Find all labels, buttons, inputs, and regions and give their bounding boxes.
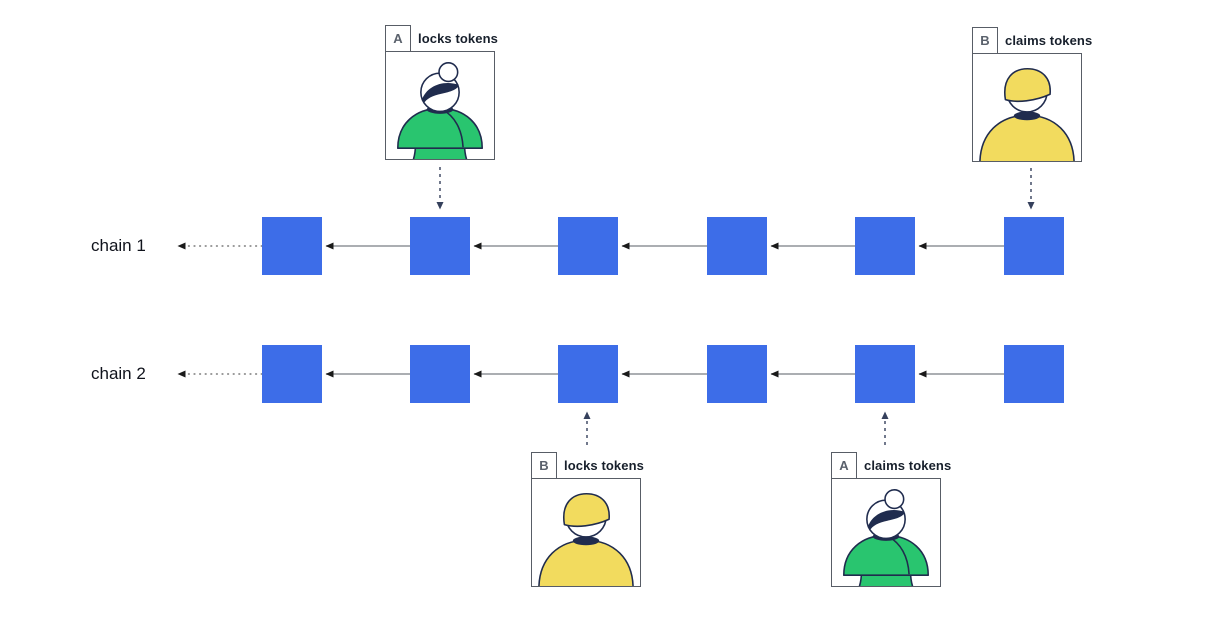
actor-b-badge: B — [972, 27, 998, 53]
card-body — [831, 478, 941, 587]
card-a-claims-tokens: A claims tokens — [831, 452, 951, 587]
card-a-locks-tokens: A locks tokens — [385, 25, 498, 160]
card-body — [972, 53, 1082, 162]
badge-letter: B — [980, 33, 990, 48]
yellow-person-icon — [532, 479, 640, 586]
chain-1-block-5 — [855, 217, 915, 275]
card-body — [385, 51, 495, 160]
card-action-label: locks tokens — [564, 458, 644, 473]
card-body — [531, 478, 641, 587]
card-action-label: claims tokens — [864, 458, 952, 473]
chain-2-block-1 — [262, 345, 322, 403]
chain-2-label: chain 2 — [91, 364, 146, 383]
actor-a-badge: A — [385, 25, 411, 51]
chain-1-label: chain 1 — [91, 236, 146, 255]
chain-1-block-3 — [558, 217, 618, 275]
badge-letter: A — [393, 31, 403, 46]
chain-2-block-4 — [707, 345, 767, 403]
badge-letter: A — [839, 458, 849, 473]
chain-2-block-3 — [558, 345, 618, 403]
chain-2-block-2 — [410, 345, 470, 403]
chain-2-block-5 — [855, 345, 915, 403]
chain-2-block-6 — [1004, 345, 1064, 403]
chain-1-block-1 — [262, 217, 322, 275]
green-person-icon — [386, 52, 494, 159]
card-b-locks-tokens: B locks tokens — [531, 452, 644, 587]
card-b-claims-tokens: B claims tokens — [972, 27, 1092, 162]
chain-1-block-6 — [1004, 217, 1064, 275]
badge-letter: B — [539, 458, 549, 473]
chain-1-block-2 — [410, 217, 470, 275]
green-person-icon — [832, 479, 940, 586]
actor-a-badge: A — [831, 452, 857, 478]
card-action-label: locks tokens — [418, 31, 498, 46]
card-action-label: claims tokens — [1005, 33, 1093, 48]
yellow-person-icon — [973, 54, 1081, 161]
actor-b-badge: B — [531, 452, 557, 478]
chain-1-block-4 — [707, 217, 767, 275]
